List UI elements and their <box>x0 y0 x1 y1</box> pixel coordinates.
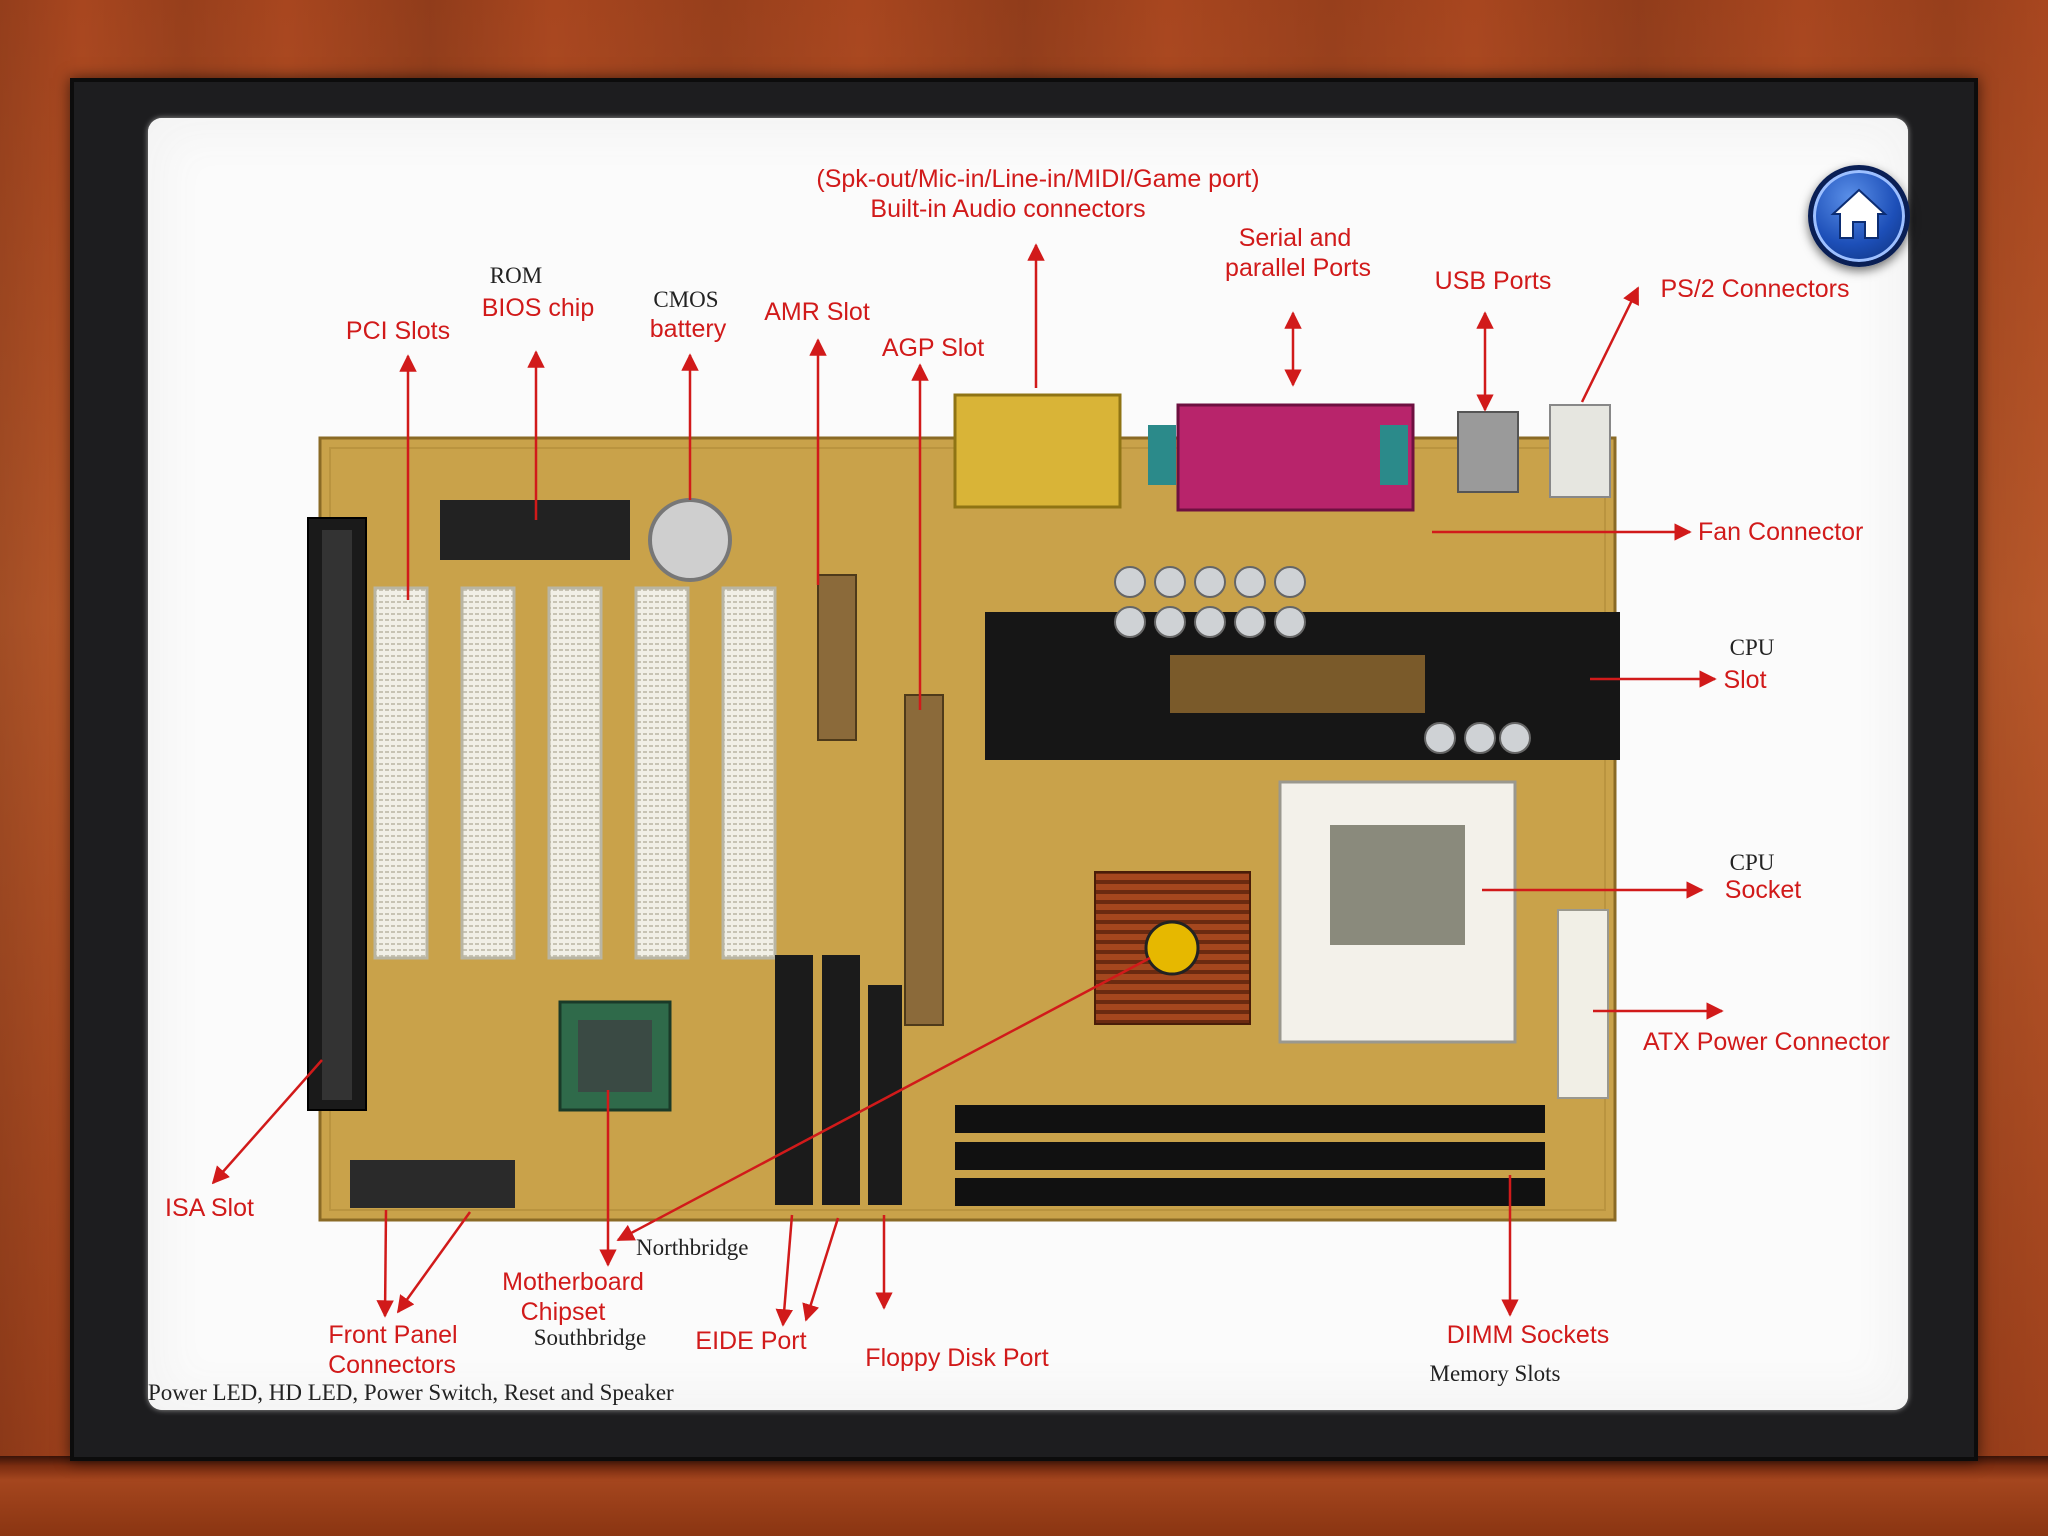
home-icon <box>1830 188 1888 239</box>
usb-label: USB Ports <box>1435 267 1552 295</box>
northbridge-label: Northbridge <box>636 1235 748 1260</box>
audio-label-line1: (Spk-out/Mic-in/Line-in/MIDI/Game port) <box>816 165 1259 193</box>
agp-label: AGP Slot <box>882 334 984 362</box>
northbridge-arrow <box>616 956 1151 1242</box>
front-panel-note: Power LED, HD LED, Power Switch, Reset a… <box>148 1380 674 1405</box>
parallel-port-block <box>1176 403 1415 512</box>
cpu-socket-label-line2: Socket <box>1725 876 1801 904</box>
motherboard <box>307 393 1620 1222</box>
serial-label-line2: parallel Ports <box>1225 254 1371 282</box>
cpu-socket-label-line1: CPU <box>1730 850 1775 875</box>
isa-arrow <box>211 1059 323 1185</box>
front-panel-label-line1: Front Panel <box>328 1321 457 1349</box>
eide-arrow-1 <box>775 1214 794 1327</box>
audio-label-line2: Built-in Audio connectors <box>870 195 1145 223</box>
labels: (Spk-out/Mic-in/Line-in/MIDI/Game port) … <box>148 165 1890 1405</box>
ps2-arrow <box>1580 286 1640 403</box>
agp-slot <box>904 694 944 1026</box>
atx-label: ATX Power Connector <box>1643 1028 1890 1056</box>
front-panel-arrow-1 <box>376 1209 394 1318</box>
amr-label: AMR Slot <box>764 298 870 326</box>
pci-label: PCI Slots <box>346 317 450 345</box>
southbridge-label: Southbridge <box>534 1325 646 1350</box>
atx-power-connector <box>1557 909 1609 1099</box>
eide-label: EIDE Port <box>695 1327 806 1355</box>
capacitors <box>1114 566 1531 754</box>
usb-port-block <box>1457 411 1519 493</box>
floppy-label: Floppy Disk Port <box>865 1344 1048 1372</box>
front-panel-header <box>350 1160 515 1208</box>
bios-label: BIOS chip <box>482 294 595 322</box>
cpu-slot-label-line1: CPU <box>1730 635 1775 660</box>
cmos-battery <box>648 498 732 582</box>
front-panel-label-line2: Connectors <box>328 1351 456 1379</box>
eide-primary <box>775 955 813 1205</box>
pci-slots <box>373 586 777 960</box>
ps2-port-block <box>1549 404 1611 498</box>
eide-arrow-2 <box>802 1217 840 1322</box>
cmos-label: CMOS <box>653 287 718 312</box>
battery-label: battery <box>650 315 727 343</box>
serial-label-line1: Serial and <box>1239 224 1352 252</box>
serial-port-block <box>1148 425 1176 485</box>
rom-label: ROM <box>490 263 542 288</box>
wood-floor <box>0 1456 2048 1536</box>
audio-port-block <box>953 393 1122 509</box>
front-panel-arrow-2 <box>396 1211 472 1314</box>
dimm-label: DIMM Sockets <box>1447 1321 1610 1349</box>
home-button[interactable] <box>1808 165 1910 267</box>
eide-secondary <box>822 955 860 1205</box>
amr-slot <box>817 574 857 741</box>
fan-label: Fan Connector <box>1698 518 1863 546</box>
isa-label: ISA Slot <box>165 1194 254 1222</box>
chipset-label-line2: Chipset <box>521 1298 606 1326</box>
cpu-slot-label-line2: Slot <box>1723 666 1766 694</box>
floppy-port <box>868 985 902 1205</box>
memory-label: Memory Slots <box>1430 1361 1561 1386</box>
ps2-label: PS/2 Connectors <box>1661 275 1850 303</box>
dimm-sockets <box>955 1105 1545 1206</box>
chipset-label-line1: Motherboard <box>502 1268 644 1296</box>
pointer-arrows <box>211 243 1724 1327</box>
